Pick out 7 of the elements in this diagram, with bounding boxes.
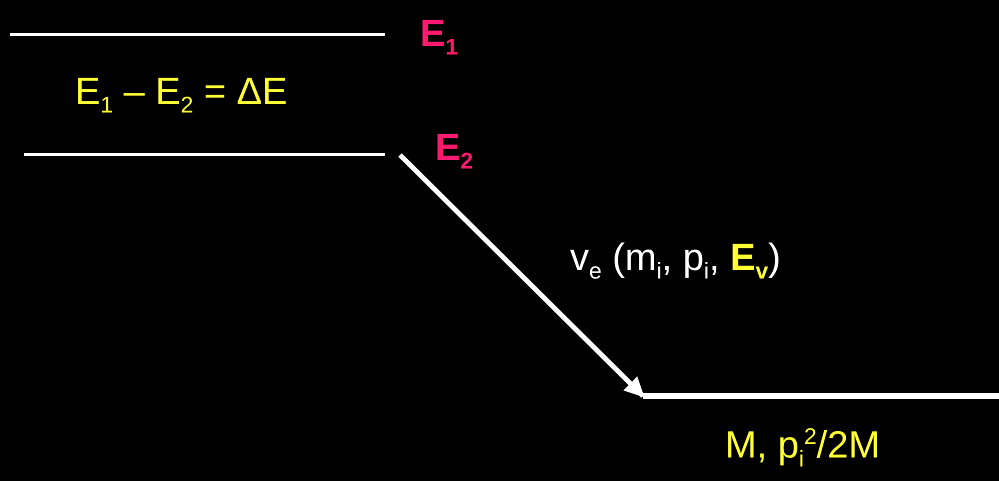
level-label: E$_{1}$: [420, 14, 458, 60]
level-label: M, p$_{i}$$^{2}$/2M: [725, 424, 880, 472]
energy-level-line: [24, 153, 385, 156]
level-label: E$_{2}$: [435, 128, 474, 174]
energy-level-line: [10, 33, 385, 36]
equation-text: E$_{1}$ – E$_{2}$ = ΔE: [75, 72, 288, 118]
edge-label: v$_{e}$ (m$_{i}$, p$_{i}$, E$_{v}$): [570, 238, 781, 284]
